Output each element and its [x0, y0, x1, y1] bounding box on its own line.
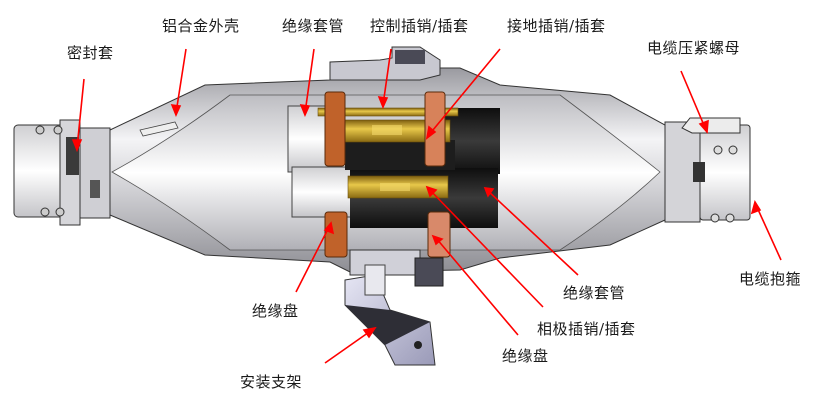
- right-cable-nut: [664, 117, 751, 223]
- label-seal-sleeve: 密封套: [67, 44, 114, 62]
- label-cable-compression-nut: 电缆压紧螺母: [647, 39, 741, 57]
- left-cable-nut: [13, 119, 111, 226]
- label-control-pin-socket: 控制插销/插套: [370, 17, 469, 35]
- label-insulation-disc-left: 绝缘盘: [252, 302, 299, 320]
- label-ground-pin-socket: 接地插销/插套: [507, 17, 606, 35]
- label-phase-pin-socket: 相极插销/插套: [537, 320, 636, 338]
- label-insulation-disc-right: 绝缘盘: [502, 347, 549, 365]
- top-lock: [329, 46, 441, 81]
- label-aluminum-shell: 铝合金外壳: [162, 17, 240, 35]
- label-insulation-tube-bottom: 绝缘套管: [563, 284, 626, 302]
- label-mounting-bracket: 安装支架: [240, 373, 303, 391]
- label-cable-clamp: 电缆抱箍: [739, 270, 802, 288]
- mounting-bracket: [344, 264, 436, 366]
- leader-lines: [71, 48, 782, 364]
- label-insulation-tube-top: 绝缘套管: [282, 17, 345, 35]
- pins: [317, 107, 459, 199]
- bottom-lock: [349, 249, 444, 287]
